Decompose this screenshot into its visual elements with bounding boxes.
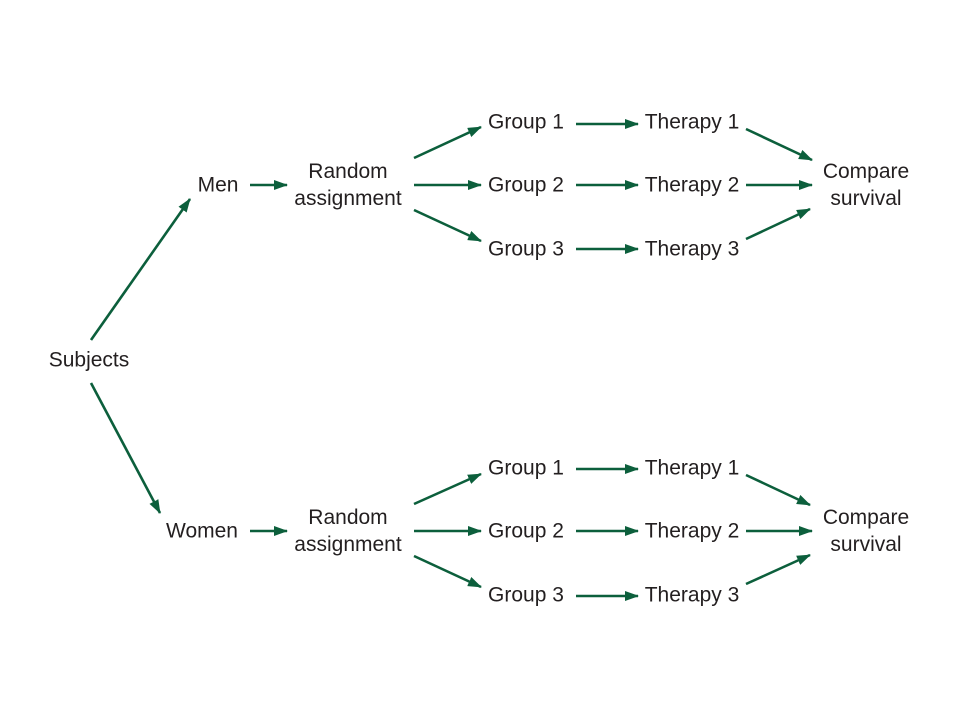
men-therapy-1-node: Therapy 1	[645, 109, 740, 136]
subjects-to-men-arrow	[89, 198, 192, 341]
group-label: Group 1	[488, 110, 564, 134]
subjects-to-women-arrow	[89, 382, 162, 514]
men-therapy1-to-compare-arrow	[745, 127, 813, 162]
men-node: Men	[198, 172, 239, 199]
women-therapy3-to-compare-arrow	[745, 553, 811, 586]
random-label: Random	[308, 506, 388, 529]
men-label: Men	[197, 173, 239, 197]
women-random-assignment-node: Random assignment	[294, 504, 401, 558]
therapy-label: Therapy 3	[644, 237, 740, 261]
therapy-label: Therapy 3	[644, 583, 740, 607]
men-random-to-group1-arrow	[413, 125, 482, 160]
therapy-label: Therapy 2	[644, 519, 740, 543]
women-compare-survival-node: Compare survival	[823, 504, 909, 558]
women-group-1-node: Group 1	[488, 455, 564, 482]
survival-label: survival	[830, 187, 902, 210]
men-group-3-node: Group 3	[488, 236, 564, 263]
women-node: Women	[166, 518, 238, 545]
women-random-to-group1-arrow	[413, 472, 482, 506]
women-therapy-2-node: Therapy 2	[645, 518, 740, 545]
men-group-2-node: Group 2	[488, 172, 564, 199]
women-group-3-node: Group 3	[488, 582, 564, 609]
compare-label: Compare	[822, 160, 910, 183]
men-therapy-3-node: Therapy 3	[645, 236, 740, 263]
women-group-2-node: Group 2	[488, 518, 564, 545]
men-therapy-2-node: Therapy 2	[645, 172, 740, 199]
therapy-label: Therapy 1	[644, 110, 740, 134]
men-compare-survival-node: Compare survival	[823, 158, 909, 212]
subjects-node: Subjects	[49, 347, 130, 374]
random-label: Random	[308, 160, 388, 183]
women-therapy-1-node: Therapy 1	[645, 455, 740, 482]
group-label: Group 1	[488, 456, 564, 480]
survival-label: survival	[830, 533, 902, 556]
women-therapy1-to-compare-arrow	[745, 473, 811, 507]
subjects-label: Subjects	[48, 348, 130, 372]
therapy-label: Therapy 1	[644, 456, 740, 480]
compare-label: Compare	[822, 506, 910, 529]
group-label: Group 3	[488, 583, 564, 607]
assignment-label: assignment	[294, 187, 402, 210]
women-label: Women	[166, 519, 238, 543]
group-label: Group 3	[488, 237, 564, 261]
group-label: Group 2	[488, 173, 564, 197]
assignment-label: assignment	[294, 533, 402, 556]
women-random-to-group3-arrow	[413, 554, 482, 589]
men-random-assignment-node: Random assignment	[294, 158, 401, 212]
group-label: Group 2	[488, 519, 564, 543]
men-group-1-node: Group 1	[488, 109, 564, 136]
men-therapy3-to-compare-arrow	[745, 207, 811, 241]
women-therapy-3-node: Therapy 3	[645, 582, 740, 609]
men-random-to-group3-arrow	[413, 208, 482, 243]
therapy-label: Therapy 2	[644, 173, 740, 197]
